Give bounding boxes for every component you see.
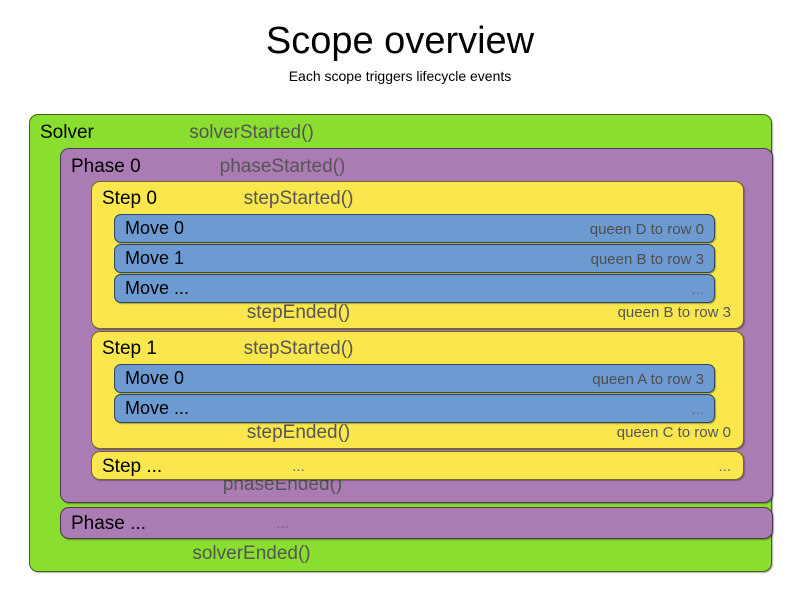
solver-started-event: solverStarted() <box>189 122 314 143</box>
move-name: Move 1 <box>125 248 185 268</box>
solver-ended-event: solverEnded() <box>192 543 311 564</box>
solver-footer: solverEnded() <box>30 540 771 568</box>
step-more-scope[interactable]: Step ... ... ... <box>91 451 744 480</box>
solver-name: Solver <box>40 122 94 143</box>
move-detail: queen D to row 0 <box>589 221 704 238</box>
phase-0-name: Phase 0 <box>71 156 141 177</box>
move-row[interactable]: Move 0 queen A to row 3 <box>114 364 715 393</box>
move-row[interactable]: Move 1 queen B to row 3 <box>114 244 715 273</box>
move-name: Move 0 <box>125 218 185 238</box>
step-1-ended-detail: queen C to row 0 <box>616 424 731 441</box>
move-detail: ... <box>691 401 704 418</box>
step-0-name: Step 0 <box>102 188 157 209</box>
step-0-footer: stepEnded() queen B to row 3 <box>92 299 743 327</box>
move-row[interactable]: Move ... ... <box>114 394 715 423</box>
move-name: Move ... <box>125 278 190 298</box>
step-1-header: Step 1 stepStarted() <box>92 335 743 363</box>
step-0-ended-event: stepEnded() <box>246 302 351 323</box>
step-1-scope[interactable]: Step 1 stepStarted() Move 0 queen A to r… <box>91 331 744 449</box>
solver-header: Solver solverStarted() <box>30 119 771 147</box>
step-more-detail: ... <box>718 458 731 475</box>
title-block: Scope overview Each scope triggers lifec… <box>0 0 800 84</box>
phase-0-header: Phase 0 phaseStarted() <box>61 153 772 181</box>
page-subtitle: Each scope triggers lifecycle events <box>288 67 512 84</box>
move-detail: queen A to row 3 <box>592 371 704 388</box>
step-1-footer: stepEnded() queen C to row 0 <box>92 419 743 447</box>
move-detail: ... <box>691 281 704 298</box>
step-more-header: Step ... ... ... <box>92 452 743 481</box>
step-1-name: Step 1 <box>102 338 157 359</box>
step-more-name: Step ... <box>102 456 163 477</box>
step-1-ended-event: stepEnded() <box>246 422 351 443</box>
page-title: Scope overview <box>265 20 535 62</box>
move-name: Move 0 <box>125 368 185 388</box>
step-0-scope[interactable]: Step 0 stepStarted() Move 0 queen D to r… <box>91 181 744 329</box>
move-name: Move ... <box>125 398 190 418</box>
phase-more-scope[interactable]: Phase ... ... <box>60 507 773 539</box>
move-row[interactable]: Move ... ... <box>114 274 715 303</box>
step-0-header: Step 0 stepStarted() <box>92 185 743 213</box>
step-0-ended-detail: queen B to row 3 <box>617 304 731 321</box>
solver-scope[interactable]: Solver solverStarted() solverEnded() Pha… <box>29 114 773 572</box>
move-detail: queen B to row 3 <box>590 251 704 268</box>
move-row[interactable]: Move 0 queen D to row 0 <box>114 214 715 243</box>
phase-0-scope[interactable]: Phase 0 phaseStarted() phaseEnded() Step… <box>60 148 773 503</box>
phase-more-name: Phase ... <box>71 513 146 534</box>
phase-more-header: Phase ... ... <box>61 508 772 540</box>
